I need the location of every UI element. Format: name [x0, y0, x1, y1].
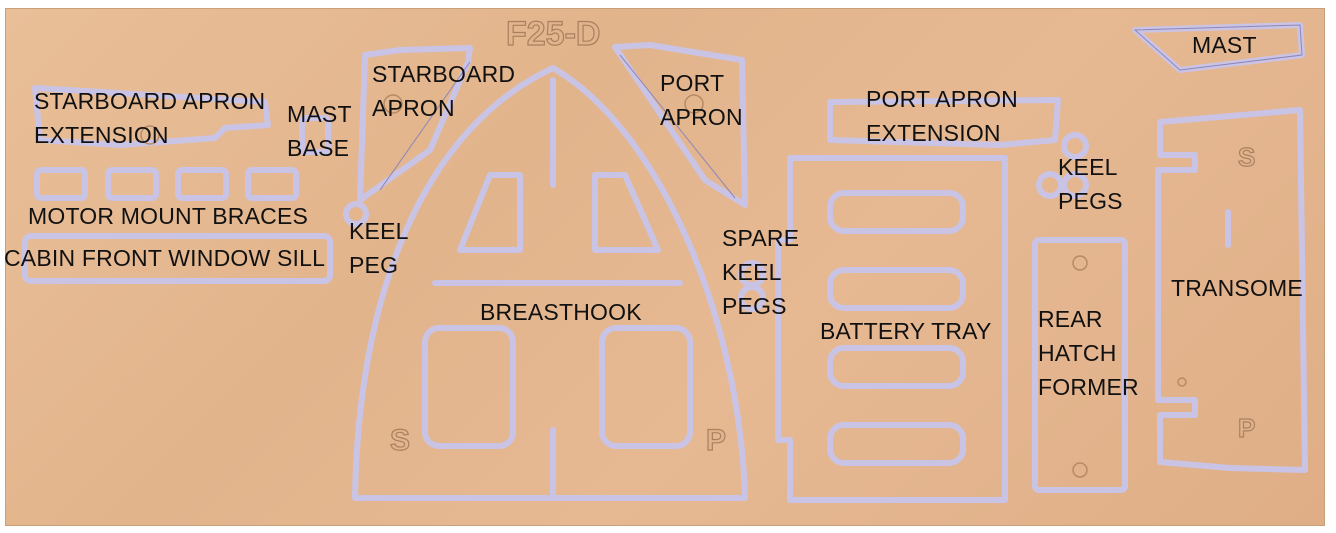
svg-text:S: S [390, 424, 410, 457]
label-battery-tray: BATTERY TRAY [820, 318, 992, 344]
starboard-apron-extension-part [32, 85, 271, 148]
label-mast-base: MAST BASE [287, 101, 352, 161]
spare-keel-pegs-parts [738, 260, 766, 312]
cabin-front-window-sill-part [22, 233, 333, 284]
battery-tray-part [775, 155, 1008, 503]
label-transome: TRANSOME [1171, 275, 1303, 301]
part-number-engraving: F25-D [506, 15, 600, 53]
label-breasthook: BREASTHOOK [480, 299, 642, 325]
label-port-apron: PORT APRON [660, 70, 743, 130]
label-rear-hatch-former: REAR HATCH FORMER [1038, 306, 1139, 400]
mast-base-part [299, 115, 331, 155]
keel-peg-part [343, 201, 369, 227]
motor-mount-braces-parts [34, 167, 299, 201]
label-motor-mount-braces: MOTOR MOUNT BRACES [28, 203, 309, 229]
label-spare-keel-pegs: SPARE KEEL PEGS [722, 225, 800, 319]
label-mast: MAST [1192, 32, 1257, 58]
port-apron-part [612, 42, 748, 208]
rear-hatch-former-part [1032, 237, 1128, 493]
keel-pegs-parts [1036, 132, 1089, 199]
starboard-apron-part [357, 45, 473, 203]
breasthook-part: S P [352, 65, 748, 501]
svg-text:S: S [1238, 142, 1255, 172]
label-starboard-apron: STARBOARD APRON [372, 61, 516, 121]
svg-text:P: P [1238, 413, 1255, 443]
plywood-sheet [5, 8, 1325, 526]
label-port-apron-extension: PORT APRON EXTENSION [866, 86, 1018, 146]
label-cabin-front-window-sill: CABIN FRONT WINDOW SILL [4, 245, 326, 271]
svg-text:P: P [706, 424, 726, 457]
port-apron-extension-part [827, 97, 1061, 148]
label-keel-peg: KEEL PEG [349, 218, 409, 278]
label-keel-pegs: KEEL PEGS [1058, 154, 1123, 214]
transome-part: S P [1155, 107, 1308, 473]
label-starboard-apron-extension: STARBOARD APRON EXTENSION [34, 88, 266, 148]
